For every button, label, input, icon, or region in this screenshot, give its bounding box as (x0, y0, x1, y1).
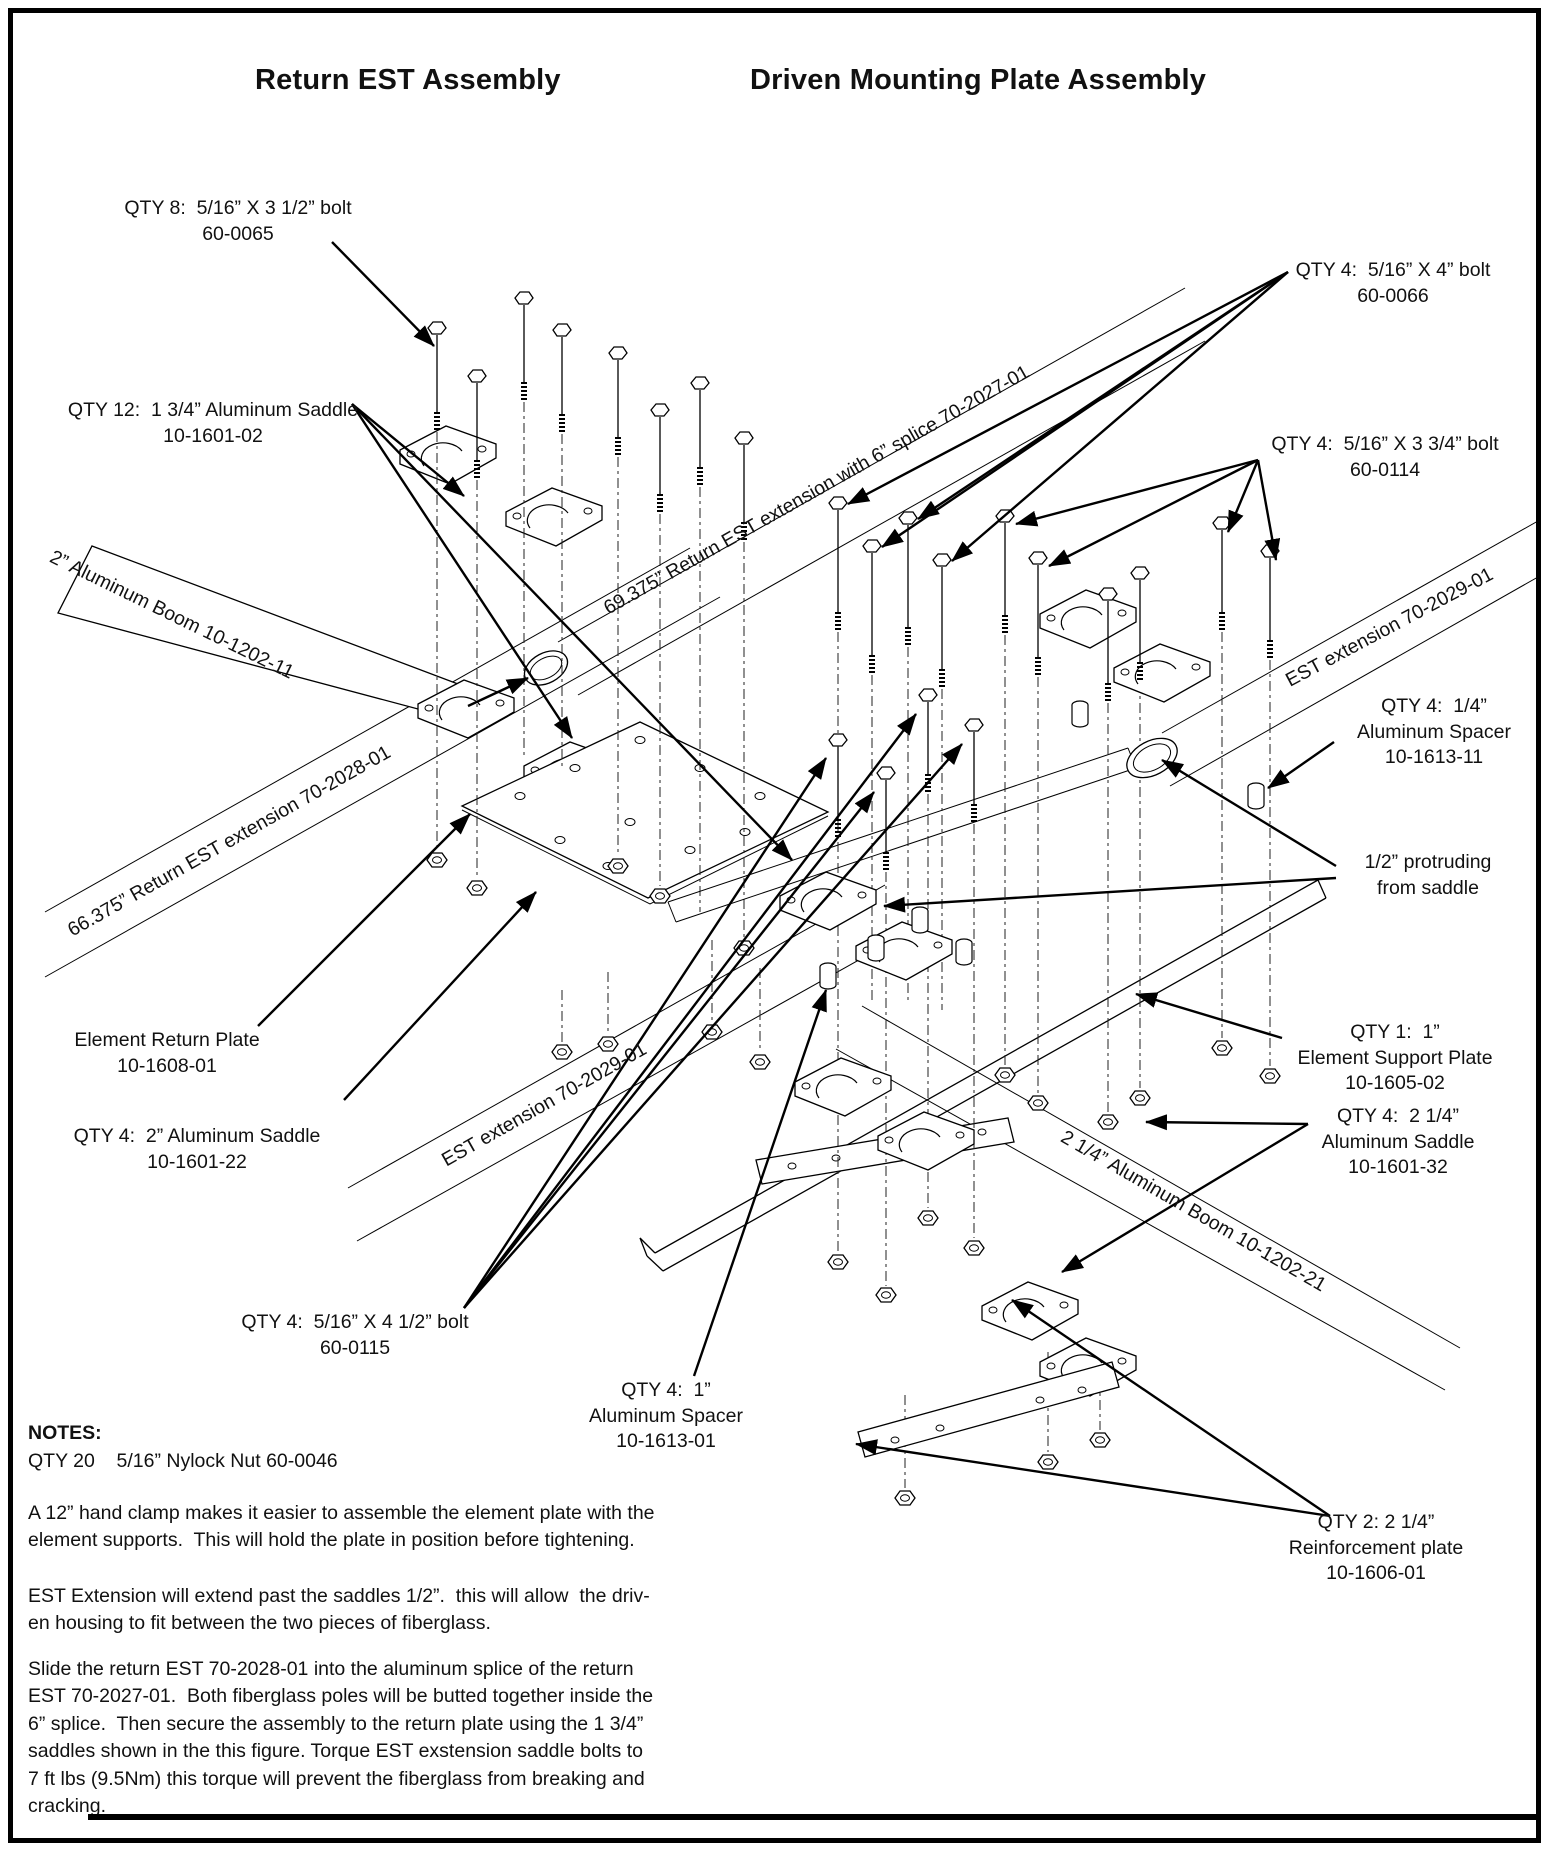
boom-tube-2in (57, 545, 476, 720)
centerlines (561, 632, 1271, 1488)
saddle-block (1113, 643, 1211, 703)
callout-spacer-10-1613-01: QTY 4: 1” Aluminum Spacer 10-1613-01 (589, 1379, 743, 1453)
callout-element-support-plate: QTY 1: 1” Element Support Plate 10-1605-… (1297, 1021, 1493, 1095)
centerlines (436, 402, 745, 938)
callout-saddle-10-1601-32: QTY 4: 2 1/4” Aluminum Saddle 10-1601-32 (1321, 1105, 1475, 1179)
title-driven-mounting-plate-assembly: Driven Mounting Plate Assembly (750, 64, 1207, 96)
return-est-assembly-drawing (44, 287, 1206, 978)
callout-qty8-bolt-60-0065: QTY 8: 5/16” X 3 1/2” bolt 60-0065 (124, 197, 352, 245)
reinforcement-plate (857, 1361, 1120, 1458)
est-tube-center (347, 884, 901, 1242)
saddle-block (505, 487, 603, 547)
return-est-tube-66 (44, 547, 721, 978)
title-return-est-assembly: Return EST Assembly (255, 64, 561, 96)
element-support-plate (639, 747, 1327, 1272)
callout-saddle-10-1601-22: QTY 4: 2” Aluminum Saddle 10-1601-22 (73, 1125, 321, 1173)
driven-mounting-plate-assembly-drawing (347, 496, 1539, 1506)
hex-bolts (828, 496, 1280, 872)
notes-paragraph-splice: Slide the return EST 70-2028-01 into the… (28, 1658, 654, 1818)
notes-nylock-nut: QTY 20 5/16” Nylock Nut 60-0046 (28, 1450, 338, 1472)
boom-tube-214 (835, 1005, 1461, 1391)
notes-paragraph-extension: EST Extension will extend past the saddl… (28, 1585, 650, 1635)
callout-bolt-60-0066: QTY 4: 5/16” X 4” bolt 60-0066 (1295, 259, 1491, 307)
sheet-bottom-rule (88, 1814, 1539, 1820)
notes-heading: NOTES: (28, 1422, 102, 1444)
element-return-plate (460, 721, 830, 905)
est-tube-right (1161, 520, 1539, 787)
notes-paragraph-clamp: A 12” hand clamp makes it easier to asse… (28, 1502, 655, 1552)
callout-qty12-saddle-10-1601-02: QTY 12: 1 3/4” Aluminum Saddle 10-1601-0… (67, 399, 359, 447)
hex-bolts (427, 291, 754, 542)
callout-reinforcement-plate: QTY 2: 2 1/4” Reinforcement plate 10-160… (1288, 1511, 1464, 1585)
callout-protruding-from-saddle: 1/2” protruding from saddle (1364, 851, 1492, 899)
leader-arrows (257, 241, 1337, 1518)
saddle-block (779, 871, 877, 931)
callout-spacer-10-1613-11: QTY 4: 1/4” Aluminum Spacer 10-1613-11 (1357, 695, 1511, 769)
saddle-block (794, 1057, 892, 1117)
est-tube-end-ring (1126, 737, 1178, 779)
callout-element-return-plate: Element Return Plate 10-1608-01 (74, 1029, 260, 1077)
saddle-block (1039, 589, 1137, 649)
callout-bolt-60-0114: QTY 4: 5/16” X 3 3/4” bolt 60-0114 (1271, 433, 1499, 481)
callout-bolt-60-0115: QTY 4: 5/16” X 4 1/2” bolt 60-0115 (241, 1311, 469, 1359)
